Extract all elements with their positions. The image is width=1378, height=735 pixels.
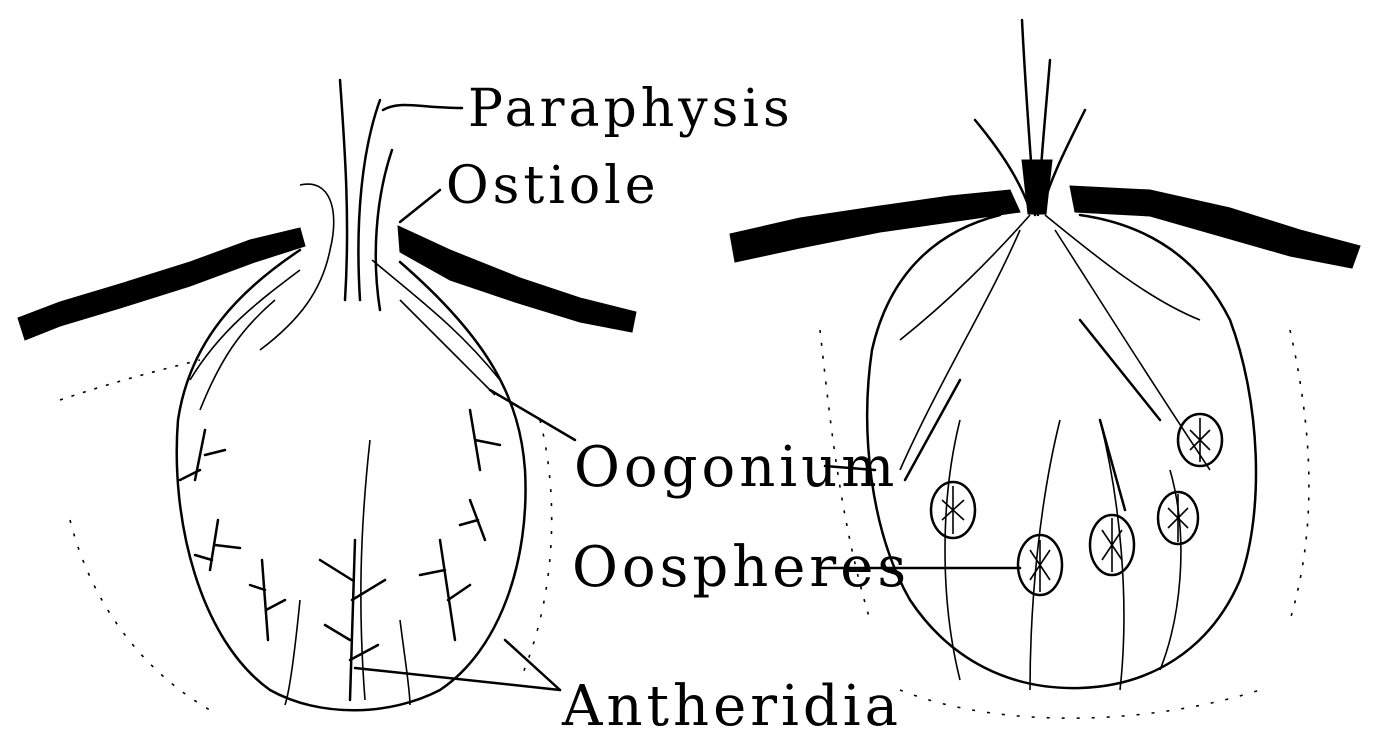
- antheridia-label: Antheridia: [561, 674, 902, 735]
- thallus-surface-right-2: [1070, 186, 1360, 268]
- ostiole-canal: [340, 80, 347, 300]
- thallus-surface-left: [18, 228, 305, 340]
- oogonium-leader: [490, 390, 575, 440]
- antheridia-leader-2: [505, 640, 560, 690]
- paraphysis-label: Paraphysis: [468, 79, 794, 139]
- ostiole-label: Ostiole: [446, 156, 660, 216]
- oospheres-label: Oospheres: [572, 535, 910, 600]
- thallus-surface-right: [398, 226, 636, 332]
- oogonium-label: Oogonium: [574, 435, 898, 500]
- antheridia-leader-1: [355, 668, 560, 690]
- antheridia-branches: [180, 410, 500, 700]
- ostiole-leader: [400, 190, 440, 222]
- thallus-surface-left-2: [730, 190, 1020, 262]
- paraphysis-leader: [383, 105, 462, 110]
- female-conceptacle: [730, 20, 1360, 718]
